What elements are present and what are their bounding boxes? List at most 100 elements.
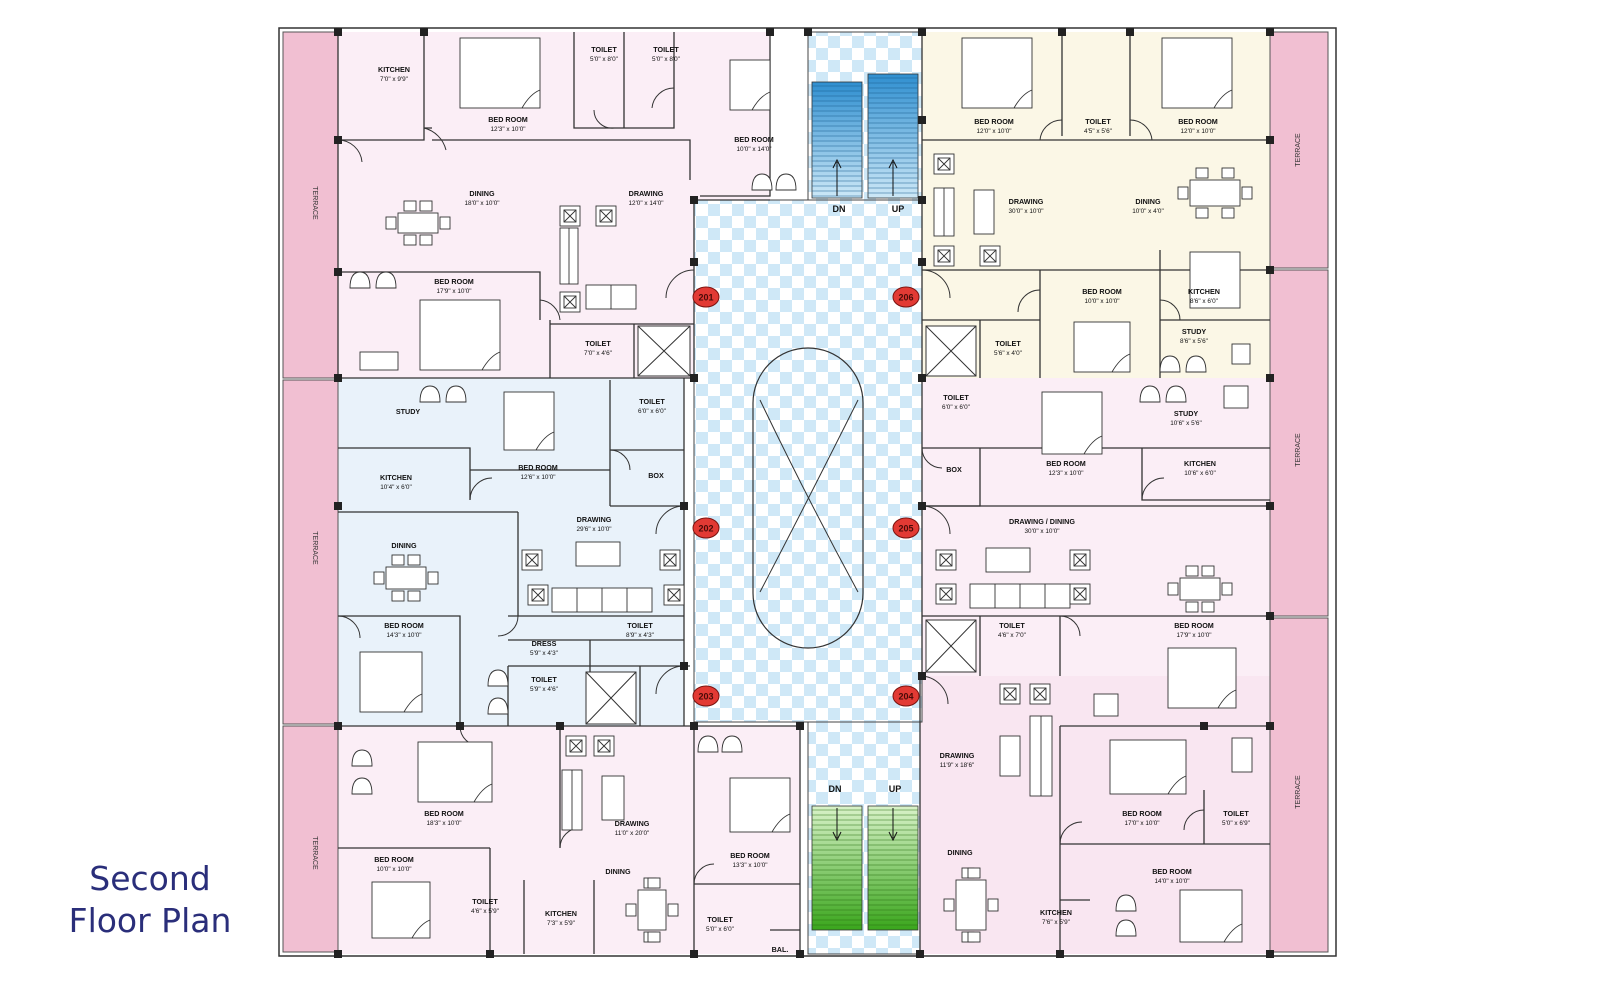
room-size: 17'0" x 10'0" — [1124, 820, 1159, 827]
central-atrium — [752, 347, 864, 649]
room-name: STUDY — [1182, 327, 1207, 336]
room-name: KITCHEN — [378, 65, 410, 74]
room-name: DRAWING — [615, 819, 650, 828]
flat-number: 206 — [898, 293, 913, 303]
room-name: STUDY — [1174, 409, 1199, 418]
flat-badge[interactable] — [692, 685, 720, 707]
stair-bottom-up-label: UP — [889, 784, 902, 794]
room-name: DRAWING / DINING — [1009, 517, 1075, 526]
room-name: DINING — [391, 541, 417, 550]
terrace-label-3: TERRACE — [311, 836, 318, 870]
room-name: BED ROOM — [974, 117, 1014, 126]
terrace-label-6: TERRACE — [1295, 775, 1302, 809]
room-name: KITCHEN — [380, 473, 412, 482]
room-size: 6'0" x 6'0" — [942, 404, 970, 411]
flat-badge[interactable] — [892, 286, 920, 308]
flat-number: 204 — [898, 692, 913, 702]
terrace-right-2 — [1269, 269, 1329, 617]
room-size: 30'0" x 10'0" — [1008, 208, 1043, 215]
room-size: 11'0" x 20'0" — [615, 830, 650, 837]
room-name: STUDY — [396, 407, 421, 416]
room-name: KITCHEN — [1184, 459, 1216, 468]
room-size: 10'0" x 10'0" — [376, 866, 411, 873]
room-size: 12'0" x 14'0" — [628, 200, 663, 207]
terrace-label-4: TERRACE — [1295, 133, 1302, 167]
doors — [337, 87, 1205, 885]
room-size: 18'0" x 10'0" — [464, 200, 499, 207]
room-name: DRESS — [532, 639, 557, 648]
room-size: 7'6" x 5'9" — [1042, 919, 1070, 926]
room-name: DRAWING — [1009, 197, 1044, 206]
terrace-left-3 — [282, 725, 339, 953]
room-size: 14'3" x 10'0" — [386, 632, 421, 639]
room-name: DINING — [947, 848, 973, 857]
terraces: TERRACE TERRACE TERRACE TERRACE TERRACE … — [282, 31, 1329, 953]
room-name: BED ROOM — [734, 135, 774, 144]
room-name: BED ROOM — [1082, 287, 1122, 296]
room-size: 13'3" x 10'0" — [732, 862, 767, 869]
room-name: KITCHEN — [1040, 908, 1072, 917]
room-size: 30'0" x 10'0" — [1024, 528, 1059, 535]
room-name: BED ROOM — [730, 851, 770, 860]
room-name: TOILET — [639, 397, 665, 406]
room-name: DRAWING — [629, 189, 664, 198]
terrace-left-2 — [282, 379, 339, 725]
terrace-left-1 — [282, 31, 339, 379]
room-size: 8'9" x 4'3" — [626, 632, 654, 639]
stair-top: DN UP — [811, 73, 919, 214]
furniture — [349, 37, 1253, 943]
flat-number: 205 — [898, 524, 913, 534]
stair-bottom: DN UP — [811, 784, 919, 931]
terrace-label-1: TERRACE — [311, 186, 318, 220]
room-size: 10'6" x 6'0" — [1184, 470, 1216, 477]
flat-badge[interactable] — [692, 517, 720, 539]
walls — [337, 32, 1270, 954]
room-size: 10'6" x 5'6" — [1170, 420, 1202, 427]
room-name: BED ROOM — [434, 277, 474, 286]
caption-line-1: Second — [89, 859, 211, 898]
room-name: TOILET — [943, 393, 969, 402]
flat-number: 201 — [698, 293, 713, 303]
flat-badge[interactable] — [692, 286, 720, 308]
room-name: KITCHEN — [1188, 287, 1220, 296]
room-size: 8'6" x 6'0" — [1190, 298, 1218, 305]
room-size: 17'9" x 10'0" — [1176, 632, 1211, 639]
flat-number: 203 — [698, 692, 713, 702]
room-name: TOILET — [995, 339, 1021, 348]
room-size: 8'6" x 5'6" — [1180, 338, 1208, 345]
room-size: 7'0" x 9'9" — [380, 76, 408, 83]
room-size: 12'0" x 10'0" — [1180, 128, 1215, 135]
room-size: 4'6" x 7'0" — [998, 632, 1026, 639]
room-name: DINING — [605, 867, 631, 876]
room-name: TOILET — [585, 339, 611, 348]
room-size: 12'0" x 10'0" — [976, 128, 1011, 135]
room-size: 5'0" x 8'0" — [652, 56, 680, 63]
stair-top-up-label: UP — [892, 204, 905, 214]
room-size: 6'0" x 6'0" — [638, 408, 666, 415]
floor-plan-caption: Second Floor Plan — [40, 858, 260, 942]
room-size: 29'6" x 10'0" — [576, 526, 611, 533]
columns — [334, 28, 1274, 958]
terrace-right-1 — [1269, 31, 1329, 269]
room-name: DINING — [1135, 197, 1161, 206]
room-name: BED ROOM — [518, 463, 558, 472]
room-name: TOILET — [653, 45, 679, 54]
flat-badge[interactable] — [892, 685, 920, 707]
terrace-right-3 — [1269, 617, 1329, 953]
room-name: BOX — [946, 465, 962, 474]
room-size: 7'3" x 5'9" — [547, 920, 575, 927]
room-name: KITCHEN — [545, 909, 577, 918]
room-size: 10'0" x 4'0" — [1132, 208, 1164, 215]
room-name: TOILET — [1223, 809, 1249, 818]
room-size: 12'3" x 10'0" — [1048, 470, 1083, 477]
room-size: 5'0" x 8'0" — [590, 56, 618, 63]
room-name: DINING — [469, 189, 495, 198]
stair-bottom-down-label: DN — [829, 784, 842, 794]
room-size: 14'0" x 10'0" — [1154, 878, 1189, 885]
service-shafts — [585, 325, 977, 725]
flat-badge[interactable] — [892, 517, 920, 539]
room-name: DRAWING — [577, 515, 612, 524]
room-name: BED ROOM — [1178, 117, 1218, 126]
